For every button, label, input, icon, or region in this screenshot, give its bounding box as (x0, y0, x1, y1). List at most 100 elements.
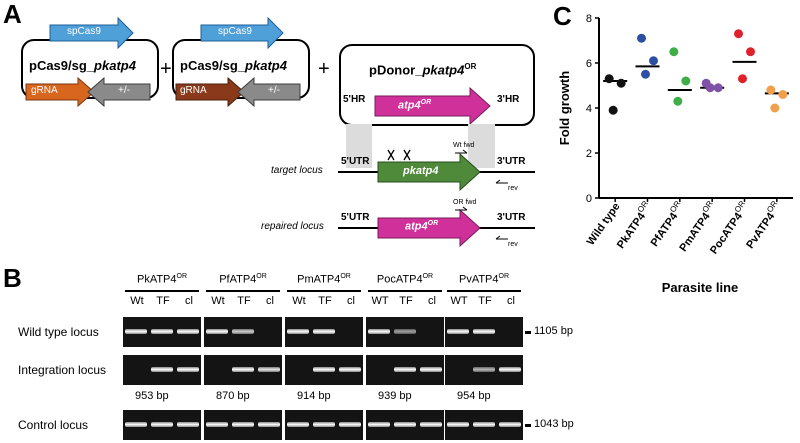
scissors-icon-2 (403, 149, 411, 161)
gel-band (394, 422, 416, 427)
gel-lane-label: cl (428, 295, 436, 307)
grna-label-2: gRNA (180, 85, 207, 96)
hr3-shading (468, 124, 495, 168)
gel-band (232, 367, 254, 372)
gel-image (204, 355, 282, 385)
gel-band (368, 422, 390, 427)
integration-bp-label: 870 bp (216, 390, 250, 402)
hr5-shading (346, 124, 372, 168)
gel-band (499, 367, 521, 372)
gel-lane-label: cl (347, 295, 355, 307)
gel-band (232, 422, 254, 427)
gel-row-label: Integration locus (18, 363, 107, 377)
gel-band (206, 329, 228, 334)
gel-image (285, 355, 363, 385)
gel-group-bar (368, 290, 442, 292)
spcas9-arrow-1 (49, 16, 134, 50)
gel-band (177, 329, 199, 334)
marker-arrow-2 (237, 76, 301, 108)
spcas9-label-2: spCas9 (218, 26, 252, 37)
gel-band (339, 422, 361, 427)
gel-image (123, 317, 201, 347)
gel-image (285, 410, 363, 440)
gel-band (499, 422, 521, 427)
gel-image (445, 355, 523, 385)
gel-band (420, 367, 442, 372)
repaired-gene-label: atp4OR (405, 220, 439, 233)
gel-band (313, 367, 335, 372)
hr3-label: 3'HR (497, 94, 520, 105)
gel-lane-label: TF (318, 295, 332, 307)
gel-image (285, 317, 363, 347)
ladder-marker (525, 424, 531, 427)
target-utr5: 5'UTR (341, 156, 370, 167)
y-tick-label: 8 (586, 13, 592, 25)
donor-plasmid-name: pDonor_pkatp4OR (369, 62, 477, 78)
gel-band (394, 367, 416, 372)
gel-band (151, 367, 173, 372)
gel-lane-label: TF (399, 295, 413, 307)
gel-band (394, 329, 416, 334)
gel-image (445, 317, 523, 347)
gel-group-bar (287, 290, 361, 292)
gel-band (258, 367, 280, 372)
gel-image (366, 317, 444, 347)
integration-bp-label: 953 bp (135, 390, 169, 402)
data-point (616, 78, 626, 88)
gel-band (473, 367, 495, 372)
x-tick-label: PocATP4OR (706, 199, 753, 257)
donor-plasmid-outline (339, 44, 535, 126)
y-tick-label: 0 (586, 193, 592, 205)
gel-band (420, 422, 442, 427)
y-tick-label: 2 (586, 148, 592, 160)
gel-group-title: PocATP4OR (376, 273, 434, 286)
gel-image (123, 355, 201, 385)
gel-band (206, 422, 228, 427)
gel-group-bar (125, 290, 199, 292)
repaired-primer-rev: rev (508, 241, 518, 248)
panel-letter-b: B (3, 263, 22, 293)
data-point (746, 47, 755, 57)
gel-band (313, 329, 335, 334)
gel-lane-label: Wt (130, 295, 144, 307)
gel-group-title: PkATP4OR (136, 273, 188, 286)
grna-arrow-1 (25, 76, 95, 108)
panel-letter-a: A (3, 0, 22, 29)
donor-atp4-arrow (374, 86, 491, 126)
gel-group-bar (206, 290, 280, 292)
gel-band (447, 329, 469, 334)
gel-lane-label: TF (156, 295, 170, 307)
integration-bp-label: 939 bp (378, 390, 412, 402)
donor-gene-label: atp4OR (398, 99, 432, 112)
repaired-primer-fwd: OR fwd (453, 199, 477, 206)
gel-band (232, 329, 254, 334)
repaired-locus-label: repaired locus (261, 221, 324, 232)
gel-lane-label: Wt (211, 295, 225, 307)
gel-band (287, 422, 309, 427)
hr5-label: 5'HR (343, 94, 366, 105)
gel-image (204, 410, 282, 440)
repaired-atp4-arrow (377, 208, 481, 248)
gel-band (125, 422, 147, 427)
ladder-size-label: 1105 bp (534, 325, 573, 337)
data-point (770, 103, 780, 113)
gel-band (313, 422, 335, 427)
gel-lane-label: TF (478, 295, 492, 307)
data-point (681, 76, 691, 86)
gel-group-bar (447, 290, 521, 292)
gel-image (445, 410, 523, 440)
plasmid-1-name: pCas9/sg_pkatp4 (29, 58, 136, 73)
target-utr3: 3'UTR (497, 156, 526, 167)
gel-band (125, 329, 147, 334)
data-point (673, 96, 683, 106)
marker-label-1: +/- (118, 85, 130, 96)
gel-image (366, 410, 444, 440)
x-axis-label: Parasite line (662, 280, 739, 295)
gel-group-title: PfATP4OR (219, 273, 267, 286)
gel-band (287, 329, 309, 334)
plus-sign-2: + (318, 58, 330, 80)
data-point (649, 56, 658, 66)
plus-sign-1: + (160, 58, 172, 80)
data-point (766, 85, 776, 95)
